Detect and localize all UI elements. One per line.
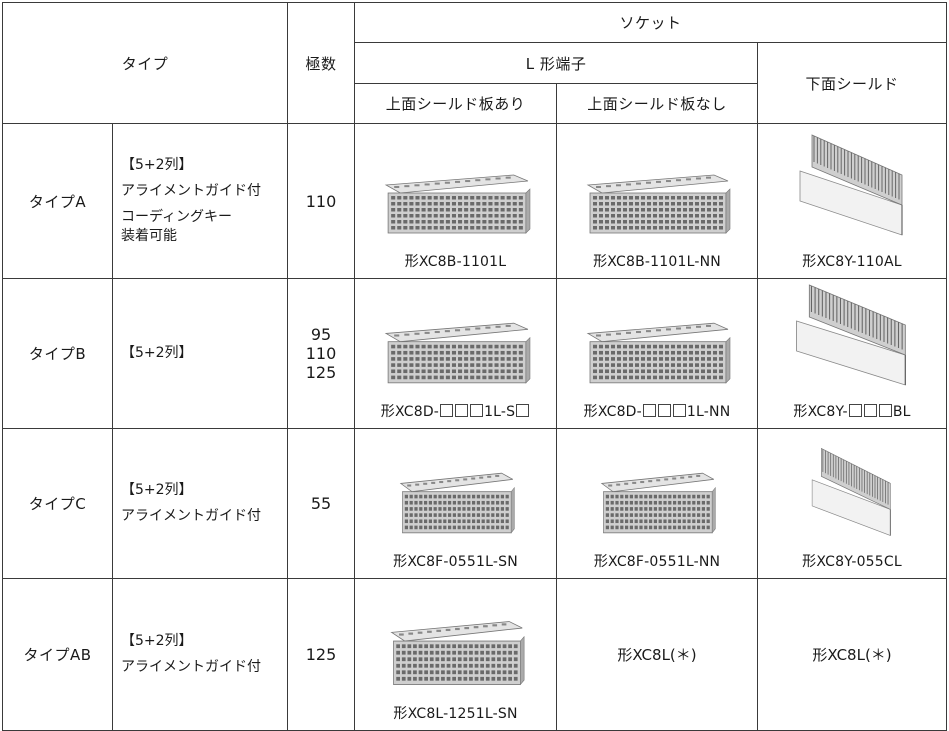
product-cell: 形XC8L-1251L-SN	[354, 578, 558, 731]
placeholder-box-icon	[455, 404, 469, 417]
model-number: 形XC8F-0551L-SN	[393, 554, 518, 570]
model-number: 形XC8F-0551L-NN	[593, 554, 721, 570]
shield-plate-image-icon	[758, 445, 946, 543]
connector-image-icon	[355, 169, 556, 243]
feature-text: アライメントガイド付	[121, 508, 261, 524]
feature-text: アライメントガイド付	[121, 659, 261, 675]
type-features: 【5+2列】	[111, 278, 289, 429]
placeholder-box-icon	[672, 404, 686, 417]
type-name: タイプA	[2, 123, 113, 279]
model-number: 形XC8Y-110AL	[802, 254, 902, 270]
model-number: 形XC8B-1101L	[404, 254, 507, 270]
product-cell: 形XC8D-1L-S	[354, 278, 558, 429]
connector-image-icon	[557, 169, 757, 243]
connector-image-icon	[557, 467, 757, 543]
feature-text: 【5+2列】	[121, 157, 193, 173]
feature-text: 【5+2列】	[121, 482, 193, 498]
header-shield-yes: 上面シールド板あり	[354, 83, 558, 124]
product-cell: 形XC8Y-110AL	[757, 123, 948, 279]
pole-count: 110	[287, 123, 356, 279]
shield-plate-image-icon	[758, 131, 946, 243]
product-cell: 形XC8B-1101L-NN	[556, 123, 759, 279]
model-number: 形XC8Y-055CL	[802, 554, 902, 570]
placeholder-box-icon	[642, 404, 656, 417]
connector-image-icon	[355, 467, 556, 543]
header-poles: 極数	[287, 2, 356, 124]
feature-text: コーディングキー 装着可能	[121, 209, 233, 244]
type-features: 【5+2列】アライメントガイド付	[111, 428, 289, 579]
type-name: タイプC	[2, 428, 113, 579]
placeholder-box-icon	[440, 404, 454, 417]
header-type: タイプ	[1, 2, 289, 124]
pole-count: 125	[287, 578, 356, 731]
product-cell: 形XC8Y-BL	[757, 278, 948, 429]
pole-count: 95 110 125	[287, 278, 356, 429]
type-features: 【5+2列】アライメントガイド付	[111, 578, 289, 731]
placeholder-box-icon	[470, 404, 484, 417]
model-number: 形XC8L(＊)	[556, 578, 759, 731]
pole-count: 55	[287, 428, 356, 579]
type-features: 【5+2列】アライメントガイド付コーディングキー 装着可能	[111, 123, 289, 279]
model-number: 形XC8L-1251L-SN	[393, 706, 518, 722]
placeholder-box-icon	[878, 404, 892, 417]
header-row-2: L 形端子 下面シールド	[3, 42, 948, 124]
placeholder-box-icon	[863, 404, 877, 417]
model-number: 形XC8B-1101L-NN	[593, 254, 721, 270]
header-row-1: タイプ 極数 ソケット	[1, 2, 948, 124]
product-cell: 形XC8B-1101L	[354, 123, 558, 279]
placeholder-box-icon	[657, 404, 671, 417]
placeholder-box-icon	[516, 404, 530, 417]
feature-text: アライメントガイド付	[121, 183, 261, 199]
header-row-3: 上面シールド板あり 上面シールド板なし	[3, 83, 947, 124]
model-number: 形XC8D-1L-S	[355, 401, 556, 428]
header-bottom-shield: 下面シールド	[757, 42, 948, 124]
feature-text: 【5+2列】	[121, 345, 193, 361]
header-shield-no: 上面シールド板なし	[556, 83, 759, 124]
model-number: 形XC8Y-BL	[793, 404, 911, 420]
placeholder-box-icon	[848, 404, 862, 417]
connector-image-icon	[355, 317, 556, 393]
header-l-terminal: L 形端子	[354, 42, 759, 84]
type-name: タイプAB	[2, 578, 113, 731]
connector-image-icon	[355, 615, 556, 695]
type-name: タイプB	[2, 278, 113, 429]
model-number: 形XC8D-1L-NN	[583, 404, 731, 420]
header-socket: ソケット	[354, 2, 948, 43]
product-cell: 形XC8Y-055CL	[757, 428, 948, 579]
connector-image-icon	[557, 317, 757, 393]
product-cell: 形XC8F-0551L-SN	[354, 428, 558, 579]
product-cell: 形XC8F-0551L-NN	[556, 428, 759, 579]
shield-plate-image-icon	[758, 281, 946, 393]
product-cell: 形XC8D-1L-NN	[556, 278, 759, 429]
feature-text: 【5+2列】	[121, 633, 193, 649]
model-number: 形XC8L(＊)	[757, 578, 948, 731]
